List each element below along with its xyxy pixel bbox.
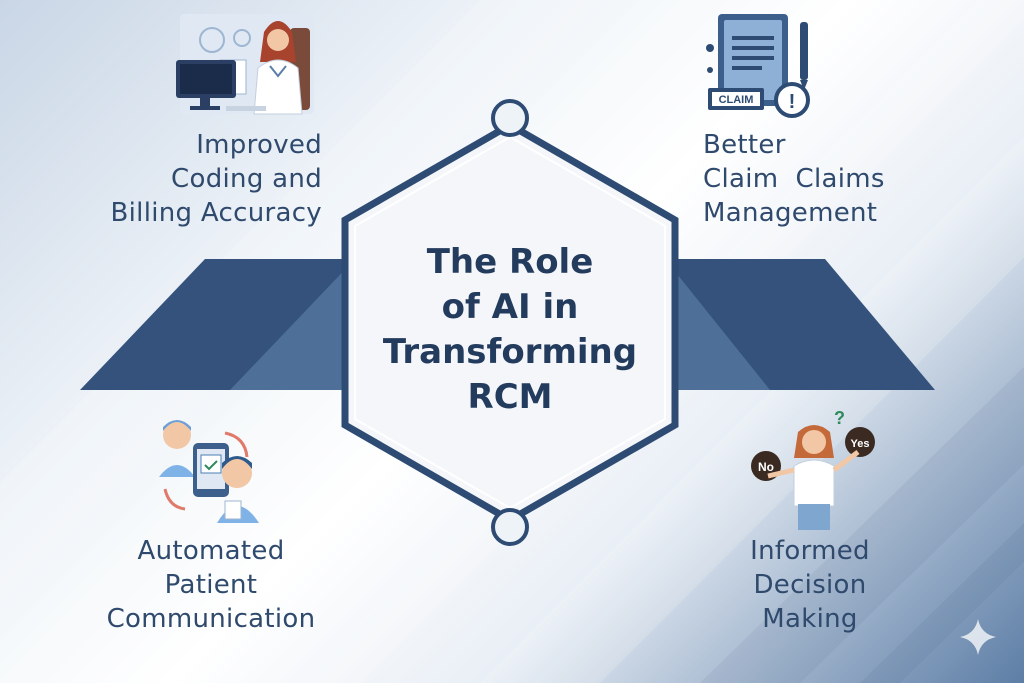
title-line-4: RCM bbox=[467, 377, 553, 417]
label-line: Decision bbox=[753, 570, 867, 600]
label-patient-communication: Automated Patient Communication bbox=[90, 534, 332, 636]
center-hexagon bbox=[341, 99, 679, 546]
label-line: Making bbox=[762, 604, 858, 634]
title-line-2: of AI in bbox=[441, 287, 579, 327]
label-line: Informed bbox=[750, 536, 870, 566]
label-line: Communication bbox=[106, 604, 316, 634]
claim-tag-text: CLAIM bbox=[719, 94, 754, 106]
label-line: Coding and bbox=[171, 164, 322, 194]
label-line: Management bbox=[703, 198, 878, 228]
title-line-1: The Role bbox=[426, 242, 594, 282]
label-line: Automated bbox=[137, 536, 285, 566]
question-mark: ? bbox=[834, 408, 845, 428]
yes-label: Yes bbox=[851, 438, 870, 450]
center-title: The Role of AI in Transforming RCM bbox=[370, 240, 650, 420]
no-label: No bbox=[758, 460, 774, 474]
alert-mark: ! bbox=[789, 91, 796, 113]
label-line: Billing Accuracy bbox=[110, 198, 322, 228]
claim-document-icon: CLAIM ! bbox=[706, 14, 810, 118]
bottom-ring bbox=[491, 508, 529, 546]
top-ring bbox=[491, 99, 529, 137]
title-line-3: Transforming bbox=[382, 332, 638, 372]
right-ribbon bbox=[665, 259, 935, 390]
doctor-at-computer-icon bbox=[176, 14, 314, 115]
sparkle-icon bbox=[960, 619, 996, 655]
label-line: Patient bbox=[164, 570, 258, 600]
label-decision-making: Informed Decision Making bbox=[720, 534, 900, 636]
patient-communication-icon bbox=[159, 420, 259, 523]
label-claims-management: Better Claim Claims Management bbox=[703, 128, 923, 230]
label-coding-billing: Improved Coding and Billing Accuracy bbox=[90, 128, 322, 230]
left-ribbon bbox=[80, 259, 355, 390]
label-line: Better bbox=[703, 130, 786, 160]
decision-woman-icon: ? No Yes bbox=[751, 408, 875, 530]
label-line: Claim Claims bbox=[703, 164, 885, 194]
label-line: Improved bbox=[196, 130, 322, 160]
